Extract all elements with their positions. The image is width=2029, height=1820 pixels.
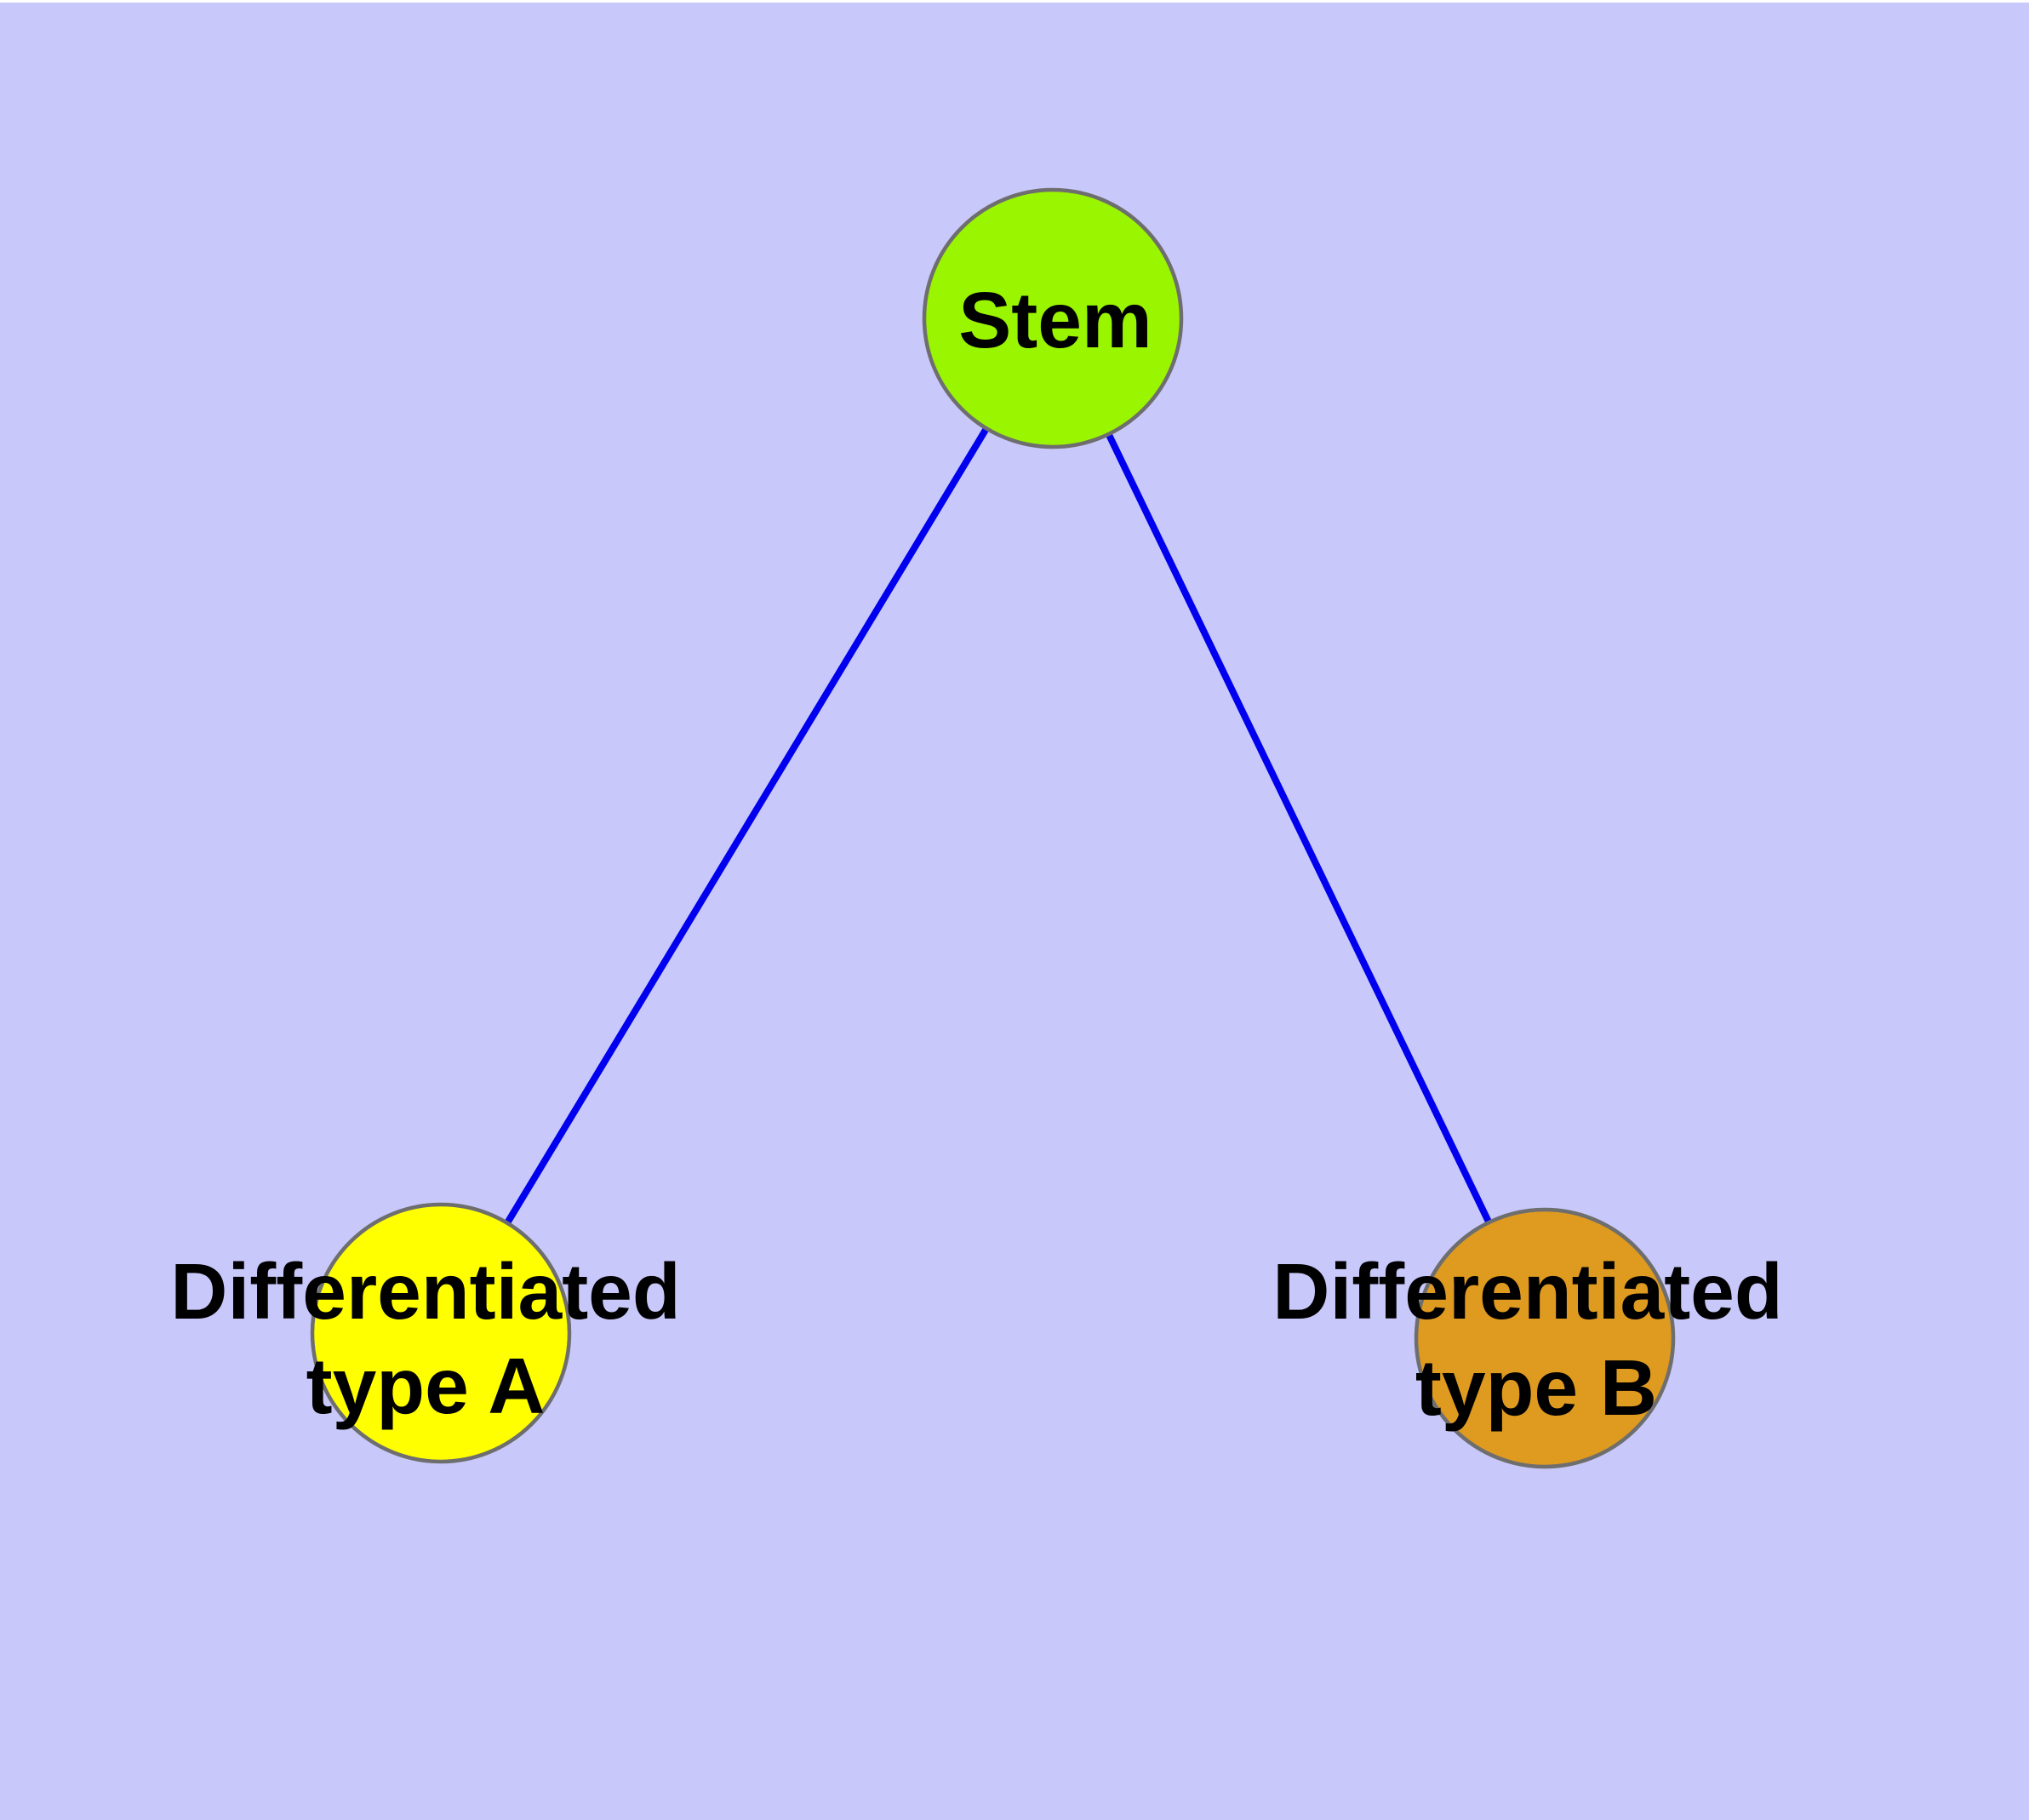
edge-stem-to-type-b[interactable]	[1049, 317, 1548, 1340]
node-type-a[interactable]: Differentiated type A	[170, 1202, 681, 1464]
edge-stem-to-type-a[interactable]	[437, 316, 1056, 1336]
node-type-a-label-line1: Differentiated	[170, 1247, 680, 1336]
node-type-a-label-line2: type A	[306, 1342, 546, 1430]
node-stem[interactable]: Stem	[922, 187, 1184, 449]
node-stem-label: Stem	[958, 276, 1152, 364]
node-stem-circle[interactable]	[922, 187, 1184, 449]
node-type-b-label-line1: Differentiated	[1272, 1247, 1782, 1336]
node-type-b[interactable]: Differentiated type B	[1272, 1207, 1783, 1469]
node-type-a-circle[interactable]	[310, 1202, 572, 1464]
node-type-b-circle[interactable]	[1414, 1207, 1676, 1469]
node-type-b-label-line2: type B	[1415, 1343, 1657, 1432]
